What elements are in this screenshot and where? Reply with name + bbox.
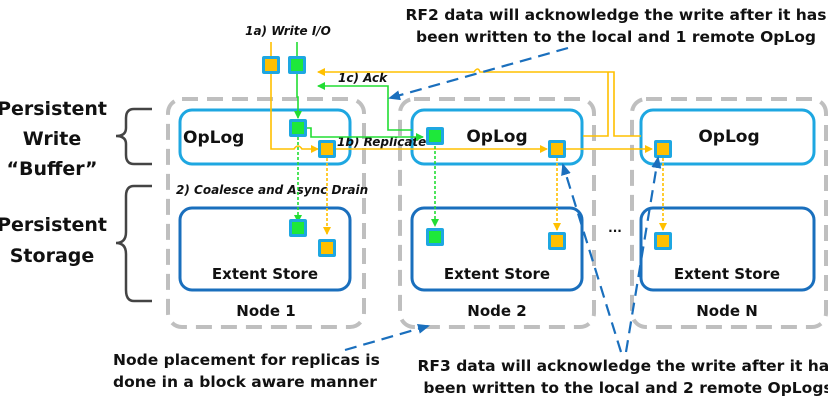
node-n-oplog — [639, 108, 816, 166]
orange-data-path — [270, 42, 667, 235]
node-1-oplog-orange-block — [318, 140, 336, 158]
node-n-oplog-label: OpLog — [698, 127, 759, 147]
node-2-oplog-label: OpLog — [466, 127, 527, 147]
node-2-oplog-orange-block — [548, 140, 566, 158]
step-ack: 1c) Ack — [338, 71, 388, 85]
step-coalesce-drain: 2) Coalesce and Async Drain — [176, 183, 368, 197]
node-1-extent-label: Extent Store — [212, 265, 318, 283]
node-n-extent-store — [639, 206, 816, 292]
placement-pointer — [344, 323, 430, 352]
svg-text:Persistent: Persistent — [0, 214, 107, 236]
svg-text:been written to the local and: been written to the local and 1 remote O… — [416, 28, 816, 46]
svg-text:Write: Write — [23, 128, 81, 150]
rf3-pointer-node-n — [624, 156, 662, 353]
node-2-oplog-green-block — [426, 127, 444, 145]
step-write-io: 1a) Write I/O — [245, 24, 331, 38]
svg-text:done in a block aware manner: done in a block aware manner — [113, 373, 377, 391]
buffer-brace — [115, 107, 152, 166]
node-n-extent-orange-block — [654, 232, 672, 250]
rf2-pointer — [388, 46, 569, 101]
node-2-extent-label: Extent Store — [444, 265, 550, 283]
node-2-extent-orange-block — [548, 232, 566, 250]
svg-text:Persistent: Persistent — [0, 98, 107, 120]
node-1-extent-store — [178, 206, 352, 292]
persistent-storage-label: Persistent Storage — [0, 214, 107, 267]
svg-text:“Buffer”: “Buffer” — [7, 158, 98, 180]
node-2-extent-store — [410, 206, 584, 292]
step-replicate: 1b) Replicate — [337, 135, 426, 149]
node-2-extent-green-block — [426, 228, 444, 246]
block-write-green — [288, 56, 306, 74]
svg-text:Storage: Storage — [10, 245, 95, 267]
node-2-name: Node 2 — [467, 302, 526, 320]
node-1-extent-orange-block — [318, 239, 336, 257]
annotation-lines — [344, 46, 662, 353]
svg-text:RF3 data will acknowledge the: RF3 data will acknowledge the write afte… — [417, 357, 828, 375]
block-write-orange — [262, 56, 280, 74]
rf3-pointer-node-2 — [561, 163, 623, 353]
svg-text:RF2 data will acknowledge the: RF2 data will acknowledge the write afte… — [405, 6, 826, 24]
node-n-name: Node N — [696, 302, 758, 320]
node-1-name: Node 1 — [236, 302, 295, 320]
node-n-oplog-orange-block — [654, 140, 672, 158]
persistent-write-buffer-label: Persistent Write “Buffer” — [0, 98, 107, 180]
node-1-extent-green-block — [289, 219, 307, 237]
svg-text:Node placement for replicas is: Node placement for replicas is — [113, 351, 380, 369]
svg-text:been written to the local and: been written to the local and 2 remote O… — [423, 379, 828, 397]
green-data-path — [294, 42, 439, 227]
more-nodes-ellipsis: ... — [608, 221, 622, 235]
rf2-note: RF2 data will acknowledge the write afte… — [405, 6, 826, 46]
rf3-note: RF3 data will acknowledge the write afte… — [417, 357, 828, 397]
storage-brace — [115, 184, 152, 303]
node-1-oplog-label: OpLog — [183, 128, 244, 148]
placement-note: Node placement for replicas is done in a… — [113, 351, 380, 391]
node-1-oplog-green-block — [289, 119, 307, 137]
node-n-extent-label: Extent Store — [674, 265, 780, 283]
